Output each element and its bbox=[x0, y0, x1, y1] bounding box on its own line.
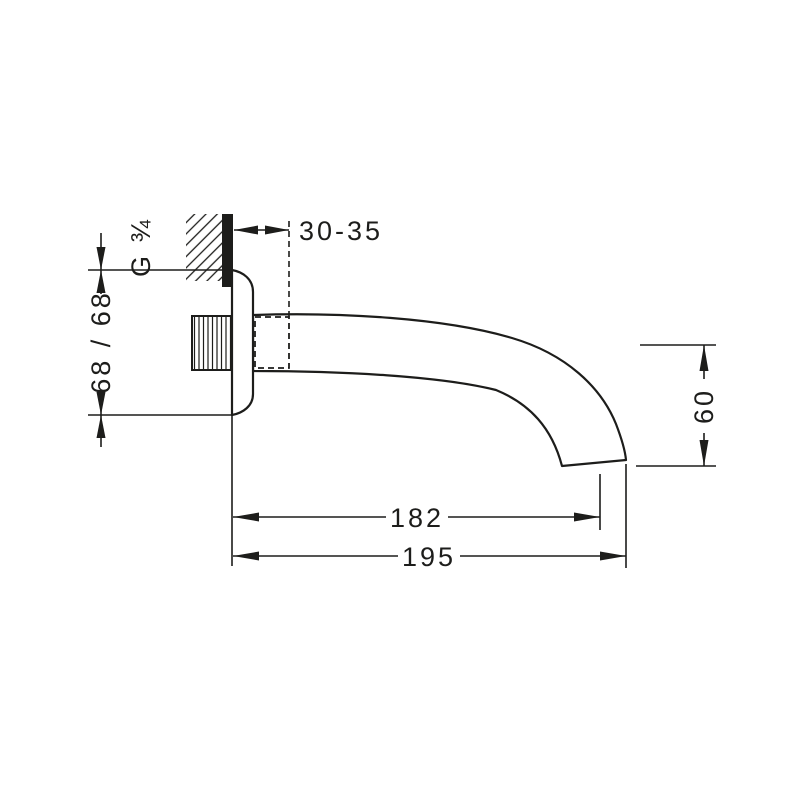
dimension-spout-drop: 60 bbox=[636, 344, 719, 467]
escutcheon-flange bbox=[230, 268, 255, 417]
arrowhead-down-top bbox=[96, 247, 106, 270]
label-background bbox=[87, 294, 115, 390]
dim-label-reach-inner: 182 bbox=[390, 503, 444, 533]
arrowhead-down bbox=[699, 440, 709, 466]
dimension-reach-inner: 182 bbox=[233, 474, 601, 533]
label-background bbox=[386, 505, 448, 529]
dim-label-spout-drop: 60 bbox=[689, 388, 719, 424]
wall-hatching bbox=[186, 214, 222, 281]
label-background bbox=[691, 379, 717, 433]
arrowhead-left bbox=[233, 512, 259, 522]
dim-label-wall-offset: 30-35 bbox=[299, 216, 383, 246]
arrowhead-right bbox=[574, 512, 600, 522]
wall-section bbox=[186, 214, 233, 566]
dim-label-reach-total: 195 bbox=[402, 542, 456, 572]
arrowhead-up-bottom bbox=[96, 415, 106, 438]
arrowhead-up-top bbox=[96, 270, 106, 293]
dim-label-thread: G ¾ bbox=[126, 217, 156, 277]
dimension-thread: G ¾ bbox=[126, 217, 156, 277]
thread-nipple bbox=[191, 315, 233, 371]
dimension-wall-offset: 30-35 bbox=[234, 216, 383, 317]
dimension-flange-height: 68 / 68 bbox=[86, 233, 232, 447]
dimension-reach-total: 195 bbox=[233, 464, 627, 572]
spout-body bbox=[251, 313, 628, 468]
arrowhead-left bbox=[233, 551, 259, 561]
hidden-socket-outline bbox=[254, 316, 290, 369]
arrowhead-down-bottom bbox=[96, 392, 106, 415]
arrowhead-right bbox=[600, 551, 626, 561]
arrowhead-left bbox=[234, 225, 258, 235]
wall-surface-bar bbox=[222, 214, 233, 287]
hidden-connection bbox=[254, 316, 290, 369]
dim-label-flange-height: 68 / 68 bbox=[86, 290, 116, 394]
spout-outline bbox=[251, 313, 628, 468]
arrowhead-up bbox=[699, 345, 709, 371]
arrowhead-right bbox=[265, 225, 289, 235]
label-background bbox=[398, 544, 460, 568]
threaded-connection bbox=[191, 315, 233, 371]
flange-outline bbox=[230, 268, 255, 417]
